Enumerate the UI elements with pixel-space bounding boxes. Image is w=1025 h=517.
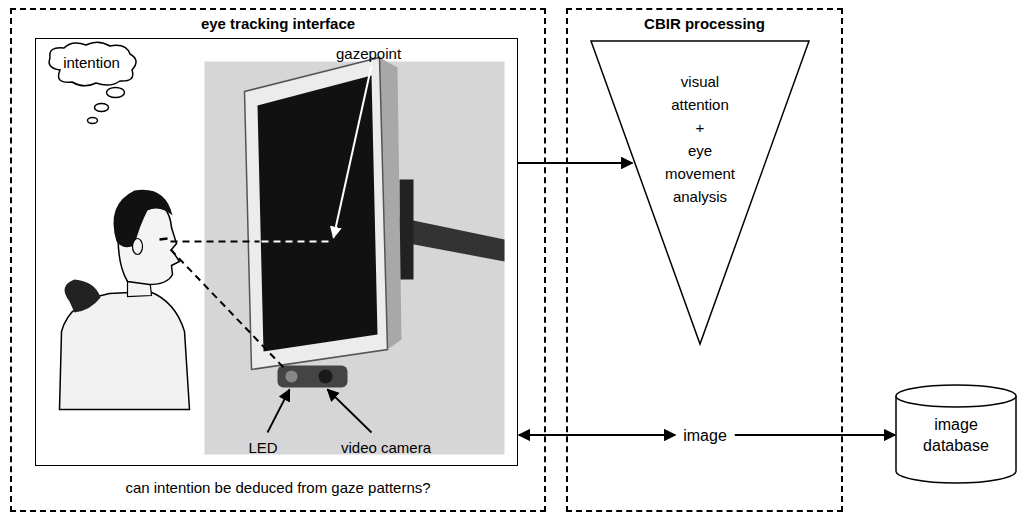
leader-line: [334, 66, 372, 238]
person-ear: [133, 239, 143, 255]
dashed-region: CBIR processing visual attention + eye mo…: [566, 8, 843, 512]
illustration-frame-drawing: [36, 39, 519, 467]
camera-line: [171, 250, 284, 368]
monitor-bezel: [245, 58, 388, 370]
region-heading: eye tracking interface: [12, 14, 544, 33]
node-text: video camera: [341, 438, 431, 457]
funnel-triangle: visual attention + eye movement analysis: [590, 40, 810, 345]
node-text: LED: [248, 438, 277, 457]
person-eye: [160, 239, 168, 240]
flow-arrow: [735, 434, 895, 436]
illustration-frame: gazepointLED video camera intention: [35, 38, 518, 466]
thought-bubble: [95, 104, 109, 112]
gaze-line: [171, 241, 260, 243]
camera-unit: [278, 366, 348, 388]
triangle-outline: [591, 41, 809, 344]
node-text: intention: [42, 53, 142, 72]
flow-arrow: [519, 434, 675, 436]
node-text: can intention be deduced from gaze patte…: [12, 478, 544, 497]
thought-bubble: [88, 118, 98, 124]
dashed-region: eye tracking interface can intention be d…: [10, 8, 546, 512]
gaze-line: [262, 241, 330, 243]
thought-cloud: intention: [42, 40, 154, 88]
cylinder-top: [896, 385, 1016, 407]
database-cylinder-drawing: [895, 384, 1017, 484]
database-cylinder: image database: [895, 384, 1017, 484]
node-text: image database: [906, 414, 1006, 456]
person-hand: [65, 280, 101, 313]
flow-arrow: [518, 162, 632, 164]
camera-lens: [319, 370, 333, 384]
thought-bubble: [107, 88, 125, 98]
node-text: CBIR processing: [568, 14, 841, 33]
leader-line: [268, 390, 290, 433]
cylinder-outline: [896, 396, 1016, 483]
node-text: visual attention + eye movement analysis: [645, 70, 755, 208]
wall-bracket: [400, 180, 414, 280]
node-text: image: [683, 426, 727, 445]
person-hair: [113, 190, 172, 248]
node-text: gazepoint: [336, 44, 401, 63]
data-label-box: image: [677, 424, 733, 447]
led-symbol: [286, 371, 298, 383]
drawing-part: [60, 58, 505, 455]
leader-line: [328, 390, 372, 433]
